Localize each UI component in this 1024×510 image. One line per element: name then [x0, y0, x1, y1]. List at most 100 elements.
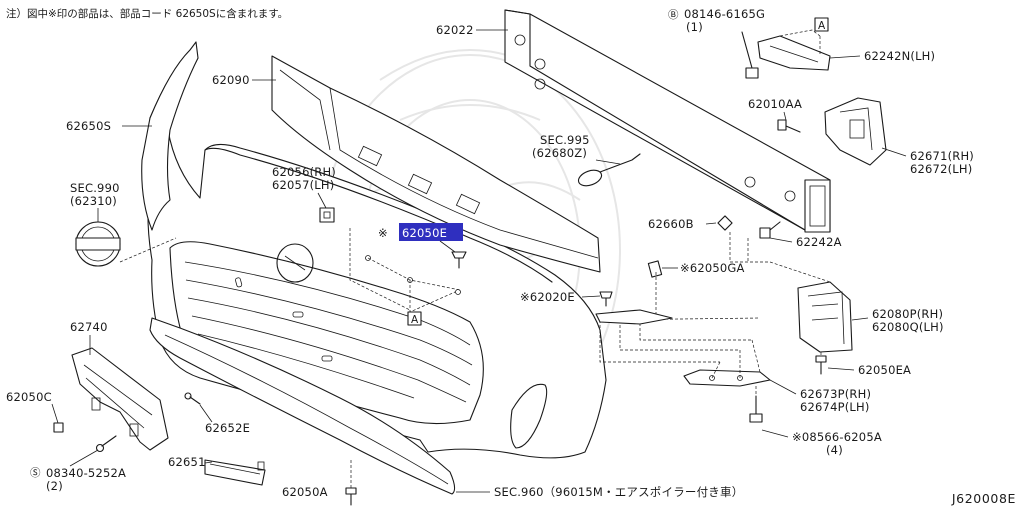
bolt-08146-icon[interactable]: [741, 31, 759, 79]
leader-emblem-dash: [119, 237, 177, 263]
label-08566: ※08566-6205A: [792, 430, 882, 444]
label-sec990: SEC.990: [70, 181, 120, 195]
label-62050EA: 62050EA: [858, 363, 911, 377]
label-62674P: 62674P(LH): [800, 400, 870, 414]
label-62056: 62056(RH): [272, 165, 336, 179]
label-62740: 62740: [70, 320, 108, 334]
leader-62056: [317, 192, 327, 209]
dash-62673: [711, 339, 761, 379]
label-62050GA: ※62050GA: [680, 261, 745, 275]
label-08566-qty: (4): [826, 443, 843, 457]
highlight-box: [399, 223, 463, 241]
leader-62242N: [829, 55, 861, 59]
label-sec990-sub: (62310): [70, 194, 117, 208]
label-62242N: 62242N(LH): [864, 49, 935, 63]
clip-62050E-icon[interactable]: [451, 251, 467, 269]
bracket-62671[interactable]: [824, 97, 887, 166]
leader-62010AA: [783, 111, 787, 121]
label-sec995-sub: (62680Z): [532, 146, 587, 160]
nut-62660B-icon[interactable]: [717, 215, 733, 231]
label-62057: 62057(LH): [272, 178, 334, 192]
leader-sec995: [595, 159, 621, 165]
bolt-62652E-icon[interactable]: [184, 392, 201, 405]
leader-08340: [69, 449, 99, 467]
bolt-62242A-icon[interactable]: [759, 221, 781, 239]
diagram-code: J620008E: [951, 491, 1016, 506]
dash-guide-side: [599, 272, 761, 363]
label-08340-qty: (2): [46, 479, 63, 493]
leader-62020E: [581, 295, 601, 298]
screw-08566-icon[interactable]: [749, 395, 763, 423]
clip-62020E-icon[interactable]: [599, 291, 613, 307]
dash-beam-link: [729, 232, 770, 263]
license-bracket-62740[interactable]: [71, 347, 169, 451]
leader-08566: [761, 429, 789, 438]
label-ref-A-2: A: [818, 20, 826, 32]
label-62650S: 62650S: [66, 119, 111, 133]
leader-62660B: [705, 222, 717, 225]
bracket-62673P[interactable]: [683, 369, 771, 387]
highlight-62050E[interactable]: ※ 62050E: [378, 223, 463, 241]
label-62673P: 62673P(RH): [800, 387, 871, 401]
cover-62651[interactable]: [204, 459, 266, 486]
label-08146: 08146-6165G: [684, 7, 765, 21]
fascia-side-flap: [141, 41, 199, 231]
leader-62050EA: [827, 367, 855, 371]
hole-a2: [407, 277, 413, 283]
bracket-62080P[interactable]: [797, 281, 853, 353]
absorber-62090[interactable]: [271, 55, 601, 273]
hole-a3: [455, 289, 461, 295]
label-62242A: 62242A: [796, 235, 842, 249]
leader-62050C: [51, 403, 59, 424]
label-08146-qty: (1): [686, 20, 703, 34]
leader-62673P: [769, 379, 797, 395]
bracket-62056-icon[interactable]: [319, 207, 335, 223]
label-62050A: 62050A: [282, 485, 328, 499]
screw-08340-icon[interactable]: [95, 435, 117, 453]
dash-guide-A2: [779, 29, 821, 56]
label-62010AA: 62010AA: [748, 97, 802, 111]
label-62651: 62651: [168, 455, 206, 469]
label-62020E: ※62020E: [520, 290, 575, 304]
leader-62652E: [199, 404, 213, 423]
leader-62080P: [851, 317, 869, 321]
leader-62242A: [769, 237, 793, 243]
clip-62050C[interactable]: [53, 422, 64, 433]
dash-guide-62080: [769, 261, 831, 283]
reinforcement-62022[interactable]: [504, 9, 831, 233]
leader-62050E: [439, 240, 456, 253]
label-sec960: SEC.960（96015M・エアスポイラー付き車）: [494, 485, 743, 499]
tow-hook-icon[interactable]: [576, 153, 641, 189]
lower-spoiler-62652E[interactable]: [149, 317, 456, 495]
label-62660B: 62660B: [648, 217, 694, 231]
bolt-62050EA-icon[interactable]: [815, 355, 827, 375]
label-62652E: 62652E: [205, 421, 250, 435]
label-62050E-mark: ※: [378, 226, 388, 240]
label-62080P: 62080P(RH): [872, 307, 943, 321]
clip-62050GA-icon[interactable]: [647, 260, 663, 278]
leader-62671: [881, 147, 907, 157]
label-62672: 62672(LH): [910, 162, 972, 176]
ref-box-A-2: [814, 17, 829, 32]
label-ref-A-1: A: [411, 314, 419, 326]
label-08340: 08340-5252A: [46, 466, 126, 480]
label-62671: 62671(RH): [910, 149, 974, 163]
label-62022: 62022: [436, 23, 474, 37]
leader-62651: [204, 461, 213, 464]
label-08340-prefix: Ⓢ: [30, 467, 41, 479]
bumper-fascia-62650S[interactable]: [147, 47, 607, 459]
note-text: 注）図中※印の部品は、部品コード 62650Sに含まれます。: [6, 7, 288, 20]
label-62050C: 62050C: [6, 390, 52, 404]
bracket-62242N[interactable]: [757, 35, 831, 71]
nissan-emblem-icon[interactable]: [75, 221, 121, 267]
hole-a1: [365, 255, 371, 261]
label-62090: 62090: [212, 73, 250, 87]
label-sec995: SEC.995: [540, 133, 590, 147]
label-62080Q: 62080Q(LH): [872, 320, 944, 334]
bracket-side-upper: [595, 309, 673, 325]
ref-box-A-1: [407, 311, 422, 326]
bolt-62050A-icon[interactable]: [345, 487, 357, 506]
label-08146-prefix: Ⓑ: [668, 9, 679, 21]
bolt-62010AA-icon[interactable]: [777, 119, 801, 133]
